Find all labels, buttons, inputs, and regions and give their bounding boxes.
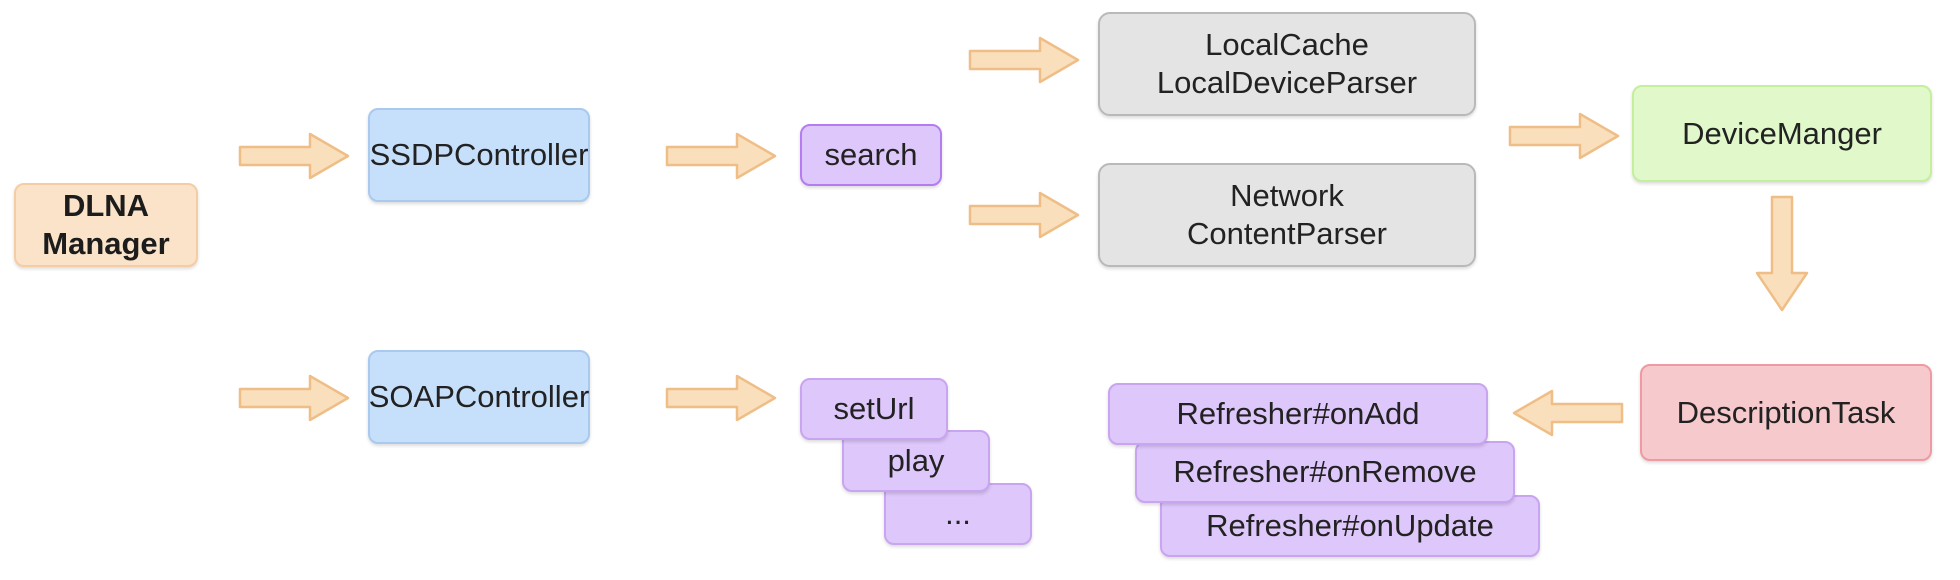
arrow-search-to-local-cache xyxy=(968,35,1080,85)
node-refresher-on-remove-label: Refresher#onRemove xyxy=(1173,454,1477,490)
node-dlna-manager-label: DLNA Manager xyxy=(42,188,170,261)
arrow-ssdp-to-search xyxy=(665,131,777,181)
node-ellipsis[interactable]: ... xyxy=(884,483,1032,545)
node-local-cache-parser[interactable]: LocalCache LocalDeviceParser xyxy=(1098,12,1476,116)
node-refresher-on-add[interactable]: Refresher#onAdd xyxy=(1108,383,1488,445)
node-ssdp-controller-label: SSDPController xyxy=(369,137,589,173)
arrow-soap-to-seturl xyxy=(665,373,777,423)
node-description-task[interactable]: DescriptionTask xyxy=(1640,364,1932,461)
arrow-parsers-to-device-manger xyxy=(1508,111,1620,161)
node-network-content-parser-label: Network ContentParser xyxy=(1187,178,1387,251)
node-device-manger-label: DeviceManger xyxy=(1682,115,1882,151)
node-set-url-label: setUrl xyxy=(833,391,915,427)
node-local-cache-parser-label: LocalCache LocalDeviceParser xyxy=(1156,27,1418,100)
node-network-content-parser[interactable]: Network ContentParser xyxy=(1098,163,1476,267)
node-refresher-on-add-label: Refresher#onAdd xyxy=(1176,396,1420,432)
node-refresher-on-update-label: Refresher#onUpdate xyxy=(1206,508,1494,544)
arrow-dlna-to-soap xyxy=(238,373,350,423)
node-search[interactable]: search xyxy=(800,124,942,186)
node-play[interactable]: play xyxy=(842,430,990,492)
node-device-manger[interactable]: DeviceManger xyxy=(1632,85,1932,182)
node-soap-controller-label: SOAPController xyxy=(368,379,590,415)
node-description-task-label: DescriptionTask xyxy=(1676,394,1896,430)
node-ellipsis-label: ... xyxy=(945,496,971,532)
arrow-description-task-to-refresher xyxy=(1510,388,1624,438)
node-dlna-manager[interactable]: DLNA Manager xyxy=(14,183,198,267)
node-refresher-on-update[interactable]: Refresher#onUpdate xyxy=(1160,495,1540,557)
arrow-dlna-to-ssdp xyxy=(238,131,350,181)
node-soap-controller[interactable]: SOAPController xyxy=(368,350,590,444)
node-ssdp-controller[interactable]: SSDPController xyxy=(368,108,590,202)
node-search-label: search xyxy=(824,137,918,173)
arrow-device-manger-to-description-task xyxy=(1754,195,1810,313)
arrow-search-to-network-parser xyxy=(968,190,1080,240)
node-refresher-on-remove[interactable]: Refresher#onRemove xyxy=(1135,441,1515,503)
node-set-url[interactable]: setUrl xyxy=(800,378,948,440)
node-play-label: play xyxy=(887,443,945,479)
